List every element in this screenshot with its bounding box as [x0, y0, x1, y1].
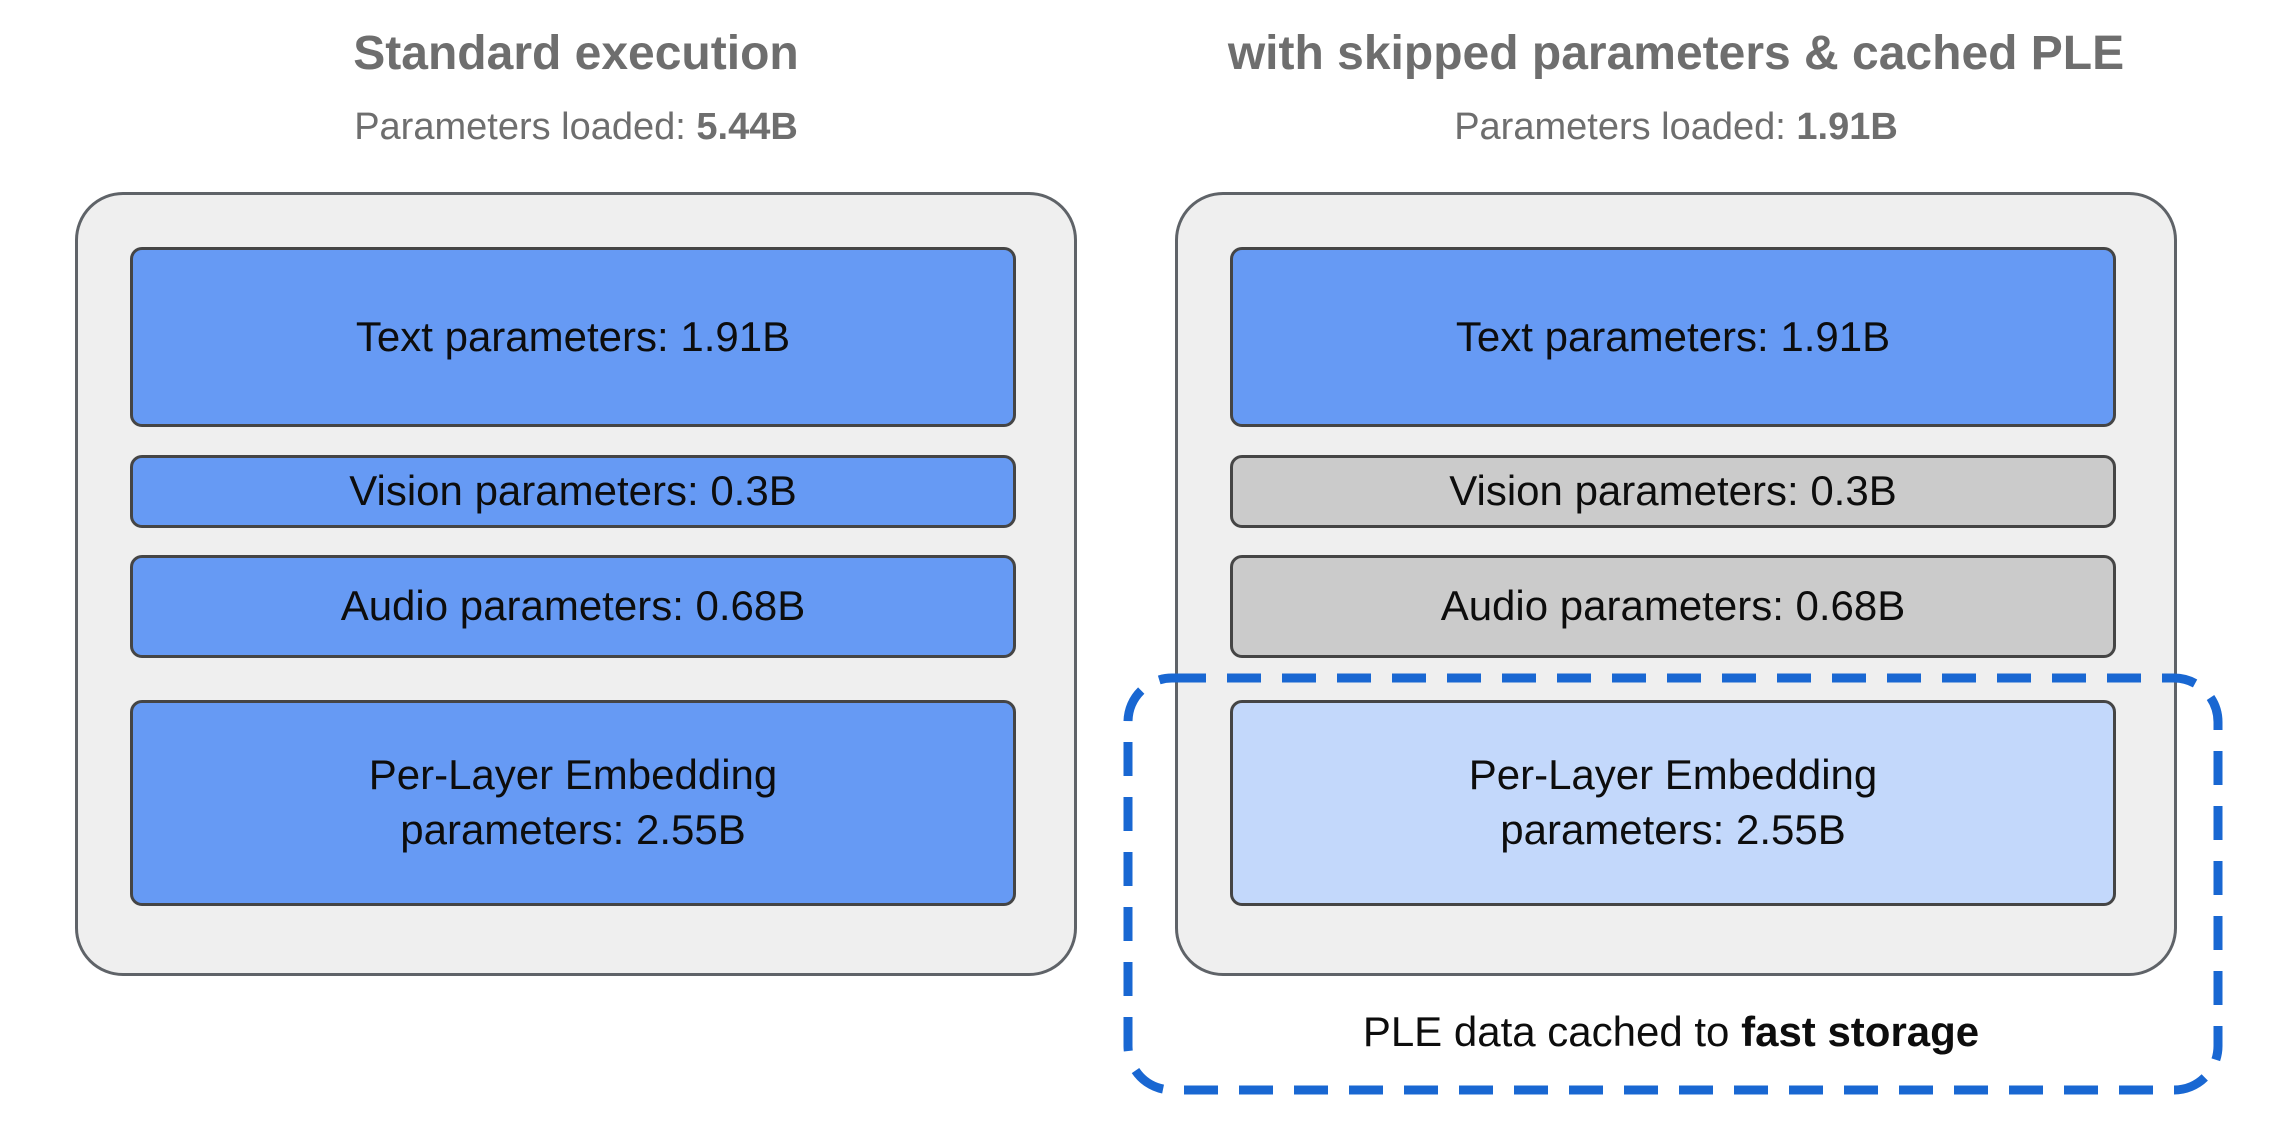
ple-cache-caption-regular: PLE data cached to	[1362, 1008, 1742, 1055]
left-text-parameters-label: Text parameters: 1.91B	[355, 312, 791, 360]
right-ple-parameters-box: Per-Layer Embedding parameters: 2.55B	[1230, 700, 2116, 906]
right-vision-parameters-box: Vision parameters: 0.3B	[1230, 455, 2116, 528]
left-params-loaded-label: Parameters loaded:	[354, 106, 697, 148]
left-audio-parameters-label: Audio parameters: 0.68B	[340, 582, 806, 630]
left-vision-parameters-box: Vision parameters: 0.3B	[130, 455, 1016, 528]
ple-cache-caption: PLE data cached to fast storage	[1127, 1008, 2215, 1056]
right-panel-title: with skipped parameters & cached PLE	[1227, 27, 2125, 80]
right-panel-subtitle: Parameters loaded: 1.91B	[1175, 106, 2177, 150]
left-params-loaded-value: 5.44B	[696, 106, 798, 148]
ple-cache-caption-bold: fast storage	[1741, 1008, 1980, 1055]
left-model-container: Text parameters: 1.91B Vision parameters…	[75, 192, 1077, 976]
left-ple-parameters-label-line2: parameters: 2.55B	[400, 806, 746, 853]
left-audio-parameters-box: Audio parameters: 0.68B	[130, 555, 1016, 658]
right-params-loaded-label: Parameters loaded:	[1454, 106, 1797, 148]
left-ple-parameters-box: Per-Layer Embedding parameters: 2.55B	[130, 700, 1016, 906]
left-ple-parameters-label-line1: Per-Layer Embedding	[368, 751, 778, 799]
right-audio-parameters-box: Audio parameters: 0.68B	[1230, 555, 2116, 658]
right-vision-parameters-label: Vision parameters: 0.3B	[1449, 467, 1897, 515]
right-audio-parameters-label: Audio parameters: 0.68B	[1440, 582, 1906, 630]
right-ple-parameters-label-line1: Per-Layer Embedding	[1468, 751, 1878, 799]
right-text-parameters-box: Text parameters: 1.91B	[1230, 247, 2116, 427]
left-vision-parameters-label: Vision parameters: 0.3B	[349, 467, 797, 515]
right-model-container: Text parameters: 1.91B Vision parameters…	[1175, 192, 2177, 976]
right-text-parameters-label: Text parameters: 1.91B	[1455, 312, 1891, 360]
right-params-loaded-value: 1.91B	[1796, 106, 1898, 148]
left-text-parameters-box: Text parameters: 1.91B	[130, 247, 1016, 427]
left-panel-subtitle: Parameters loaded: 5.44B	[75, 106, 1077, 150]
left-panel-title: Standard execution	[353, 27, 799, 80]
right-ple-parameters-label-line2: parameters: 2.55B	[1500, 806, 1846, 853]
